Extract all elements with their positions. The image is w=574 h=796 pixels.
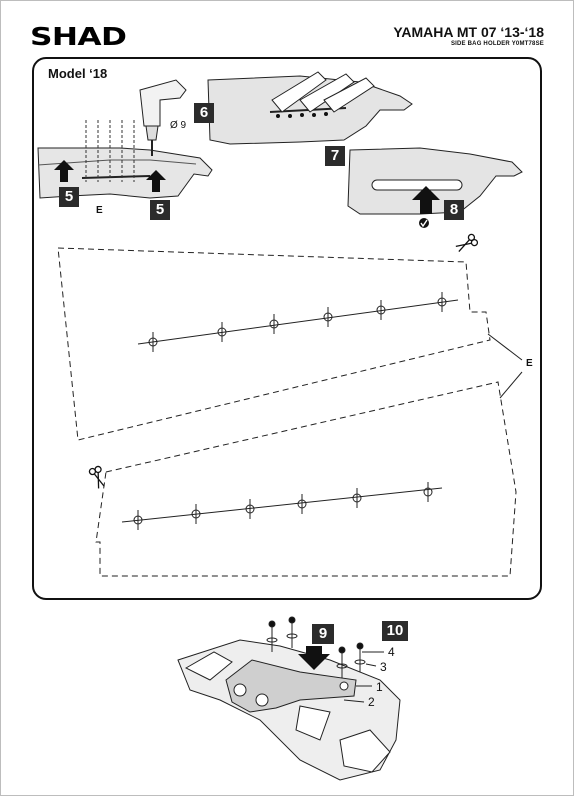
step6-illustration: [207, 71, 413, 145]
drill-size-label: Ø 9: [170, 120, 187, 131]
check-icon: [419, 218, 429, 228]
step-7-badge: 7: [325, 146, 345, 166]
bracket-illustration: [177, 616, 401, 781]
arrow-down-icon: [298, 646, 330, 670]
step-9-badge: 9: [312, 624, 334, 644]
step-10-badge: 10: [382, 621, 408, 641]
model-label: Model ‘18: [48, 66, 108, 81]
part-label-1: 1: [376, 680, 383, 694]
edge-leader-lines: [487, 333, 523, 399]
step-8-badge: 8: [444, 200, 464, 220]
cut-template-bottom: [95, 381, 517, 577]
edge-label: E: [96, 205, 103, 216]
drill-marks-bottom: [133, 482, 433, 530]
drill-marks-top: [148, 292, 447, 352]
part-label-3: 3: [380, 660, 387, 674]
step7-illustration: [347, 147, 523, 215]
arrow-up-icon: [146, 170, 166, 192]
edge-label-template: E: [526, 358, 533, 369]
scissors-icon: [88, 465, 105, 489]
page-subtitle: SIDE BAG HOLDER Y0MT78SE: [450, 41, 544, 47]
step-5-badge-2: 5: [150, 200, 170, 220]
arrow-up-icon: [412, 186, 440, 214]
drill-illustration: [37, 79, 213, 199]
page-title: YAMAHA MT 07 ‘13-‘18: [393, 24, 544, 40]
arrow-up-icon: [54, 160, 74, 182]
step-6-badge: 6: [194, 103, 214, 123]
scissors-icon: [455, 233, 479, 253]
cut-template-top: [57, 247, 491, 441]
step-5-badge: 5: [59, 187, 79, 207]
template-panel: [32, 57, 542, 600]
part-label-2: 2: [368, 695, 375, 709]
brand-logo: SHAD: [30, 22, 127, 51]
part-label-4: 4: [388, 645, 395, 659]
